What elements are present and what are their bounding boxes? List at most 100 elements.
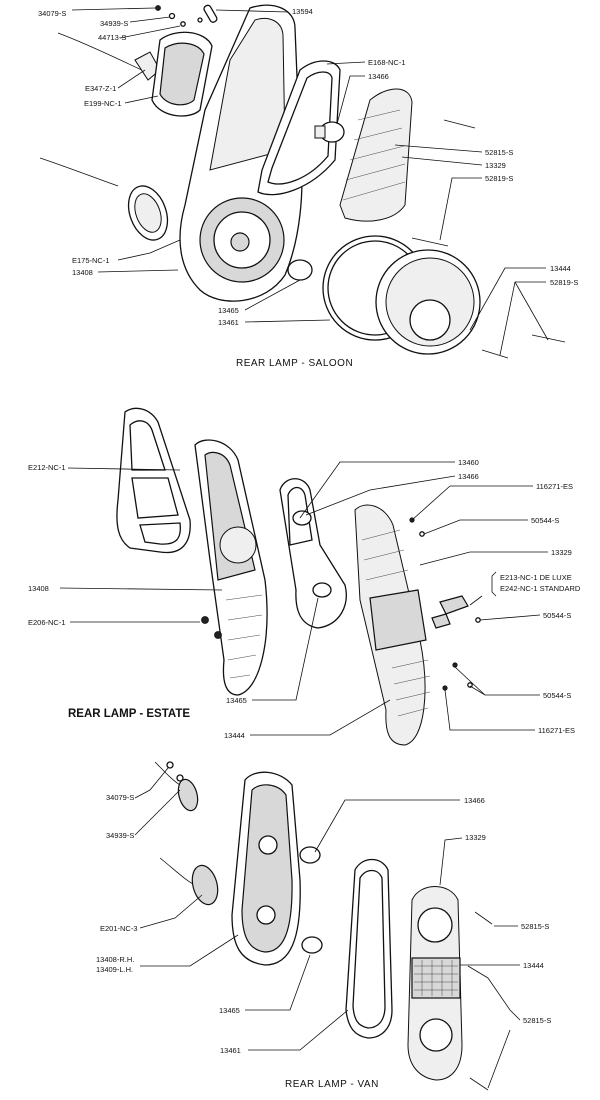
leader-e201-v xyxy=(139,894,203,929)
saloon-section: 34079-S 34939-S 44713-S 13594 E347-Z-1 E… xyxy=(38,4,578,369)
van-bulb-13465 xyxy=(301,936,323,954)
leader-13329-e xyxy=(419,551,548,566)
leader-52815-v-b2 xyxy=(487,1029,511,1089)
leader-e347 xyxy=(117,69,146,89)
estate-bulb-13465 xyxy=(312,582,332,598)
saloon-screw-52819-a xyxy=(481,349,509,359)
leader-e213 xyxy=(469,595,483,606)
estate-screw-50544-b xyxy=(475,617,481,623)
estate-screw-50544-c1 xyxy=(452,662,458,668)
van-screw-34079 xyxy=(166,761,174,769)
leader-13465 xyxy=(244,279,301,311)
van-washer-34939 xyxy=(176,774,184,782)
leader-34939-v xyxy=(134,789,181,836)
label-34939-s-v: 34939-S xyxy=(106,831,134,840)
label-13329-e: 13329 xyxy=(551,548,572,557)
label-13329: 13329 xyxy=(485,161,506,170)
label-13329-v: 13329 xyxy=(465,833,486,842)
label-44713-s: 44713-S xyxy=(98,33,126,42)
label-13461-v: 13461 xyxy=(220,1046,241,1055)
label-50544-s: 50544-S xyxy=(531,516,559,525)
leader-e212 xyxy=(67,467,181,471)
leader-13408-v xyxy=(140,934,239,967)
saloon-bulb-13465 xyxy=(287,259,313,281)
saloon-washer-small xyxy=(197,17,203,23)
estate-screw-50544 xyxy=(419,531,425,537)
estate-trim-e213 xyxy=(439,595,469,615)
label-e242: E242-NC-1 STANDARD xyxy=(500,584,581,593)
leader-34939 xyxy=(129,16,171,23)
label-e347-z-1: E347-Z-1 xyxy=(85,84,116,93)
leader-50544 xyxy=(423,519,528,535)
label-13466: 13466 xyxy=(368,72,389,81)
label-13444-v: 13444 xyxy=(523,961,544,970)
leader-52815 xyxy=(394,144,483,153)
saloon-screw-34079 xyxy=(155,5,161,11)
label-52815-s-v-b: 52815-S xyxy=(523,1016,551,1025)
saloon-washer-34939 xyxy=(168,12,176,20)
estate-lens-13444-pattern xyxy=(391,659,431,717)
estate-bulb-13466 xyxy=(292,510,312,526)
label-116271-es: 116271-ES xyxy=(536,482,573,491)
leader-13461-v xyxy=(248,1009,349,1051)
label-34939-s: 34939-S xyxy=(100,19,128,28)
label-13594: 13594 xyxy=(292,7,313,16)
label-e206-nc-1: E206-NC-1 xyxy=(28,618,66,627)
estate-section: 13460 13466 E212-NC-1 116271-ES 50544-S … xyxy=(28,407,581,746)
van-section: 34079-S 13466 34939-S 13329 E201-NC-3 52… xyxy=(96,761,551,1091)
estate-gasket-cutout-1 xyxy=(129,420,166,471)
estate-screw-116271-b xyxy=(442,685,448,691)
van-housing-socket-upper xyxy=(258,835,278,855)
bracket-e213-e242 xyxy=(491,571,497,597)
label-13460: 13460 xyxy=(458,458,479,467)
van-lens-lower-reflector xyxy=(419,1018,453,1052)
van-wire-lower xyxy=(159,857,196,886)
label-e201-nc-3: E201-NC-3 xyxy=(100,924,138,933)
label-13461: 13461 xyxy=(218,318,239,327)
saloon-gasket-inner xyxy=(267,71,333,185)
label-13408-e: 13408 xyxy=(28,584,49,593)
van-holder-upper xyxy=(177,778,199,812)
van-screw-52815-c xyxy=(469,1077,489,1091)
label-13444-e: 13444 xyxy=(224,731,245,740)
label-13465: 13465 xyxy=(218,306,239,315)
saloon-wire-upper xyxy=(57,32,147,73)
label-50544-s-b: 50544-S xyxy=(543,611,571,620)
leader-13466 xyxy=(336,75,365,125)
saloon-washer-44713 xyxy=(180,21,186,27)
estate-gasket-cutout-2 xyxy=(131,477,179,519)
label-13408-rh: 13408-R.H. xyxy=(96,955,134,964)
leader-52815-v-b1 xyxy=(487,977,521,1021)
leader-13408 xyxy=(97,269,179,273)
estate-trim-piece xyxy=(431,613,451,629)
label-34079-s-v: 34079-S xyxy=(106,793,134,802)
label-52815-s-v: 52815-S xyxy=(521,922,549,931)
leader-13444 xyxy=(469,267,546,331)
estate-housing-reflector xyxy=(219,526,257,564)
van-holder-e201 xyxy=(191,864,219,906)
label-13465-e: 13465 xyxy=(226,696,247,705)
van-wire-upper xyxy=(154,761,181,786)
label-13408: 13408 xyxy=(72,268,93,277)
leader-e199 xyxy=(124,95,159,104)
leader-52819 xyxy=(439,177,482,241)
leader-13461 xyxy=(244,319,331,323)
leader-13466-e xyxy=(305,475,456,516)
label-52815-s: 52815-S xyxy=(485,148,513,157)
label-e199-nc-1: E199-NC-1 xyxy=(84,99,122,108)
van-housing-inside xyxy=(241,784,293,953)
saloon-grommet-inner xyxy=(134,193,162,233)
label-13466-e: 13466 xyxy=(458,472,479,481)
van-housing-socket-lower xyxy=(256,905,276,925)
leader-13465-v xyxy=(245,954,311,1011)
leader-44713 xyxy=(119,25,181,39)
label-50544-s-c: 50544-S xyxy=(543,691,571,700)
van-screw-52815 xyxy=(474,911,493,925)
saloon-wire-lower xyxy=(39,157,119,187)
saloon-holder-inner xyxy=(159,42,205,106)
leader-52819-b2 xyxy=(514,281,549,341)
label-52819-s: 52819-S xyxy=(485,174,513,183)
estate-screw-e206-b xyxy=(214,631,222,639)
caption-rear-lamp-saloon: REAR LAMP - SALOON xyxy=(236,358,353,369)
